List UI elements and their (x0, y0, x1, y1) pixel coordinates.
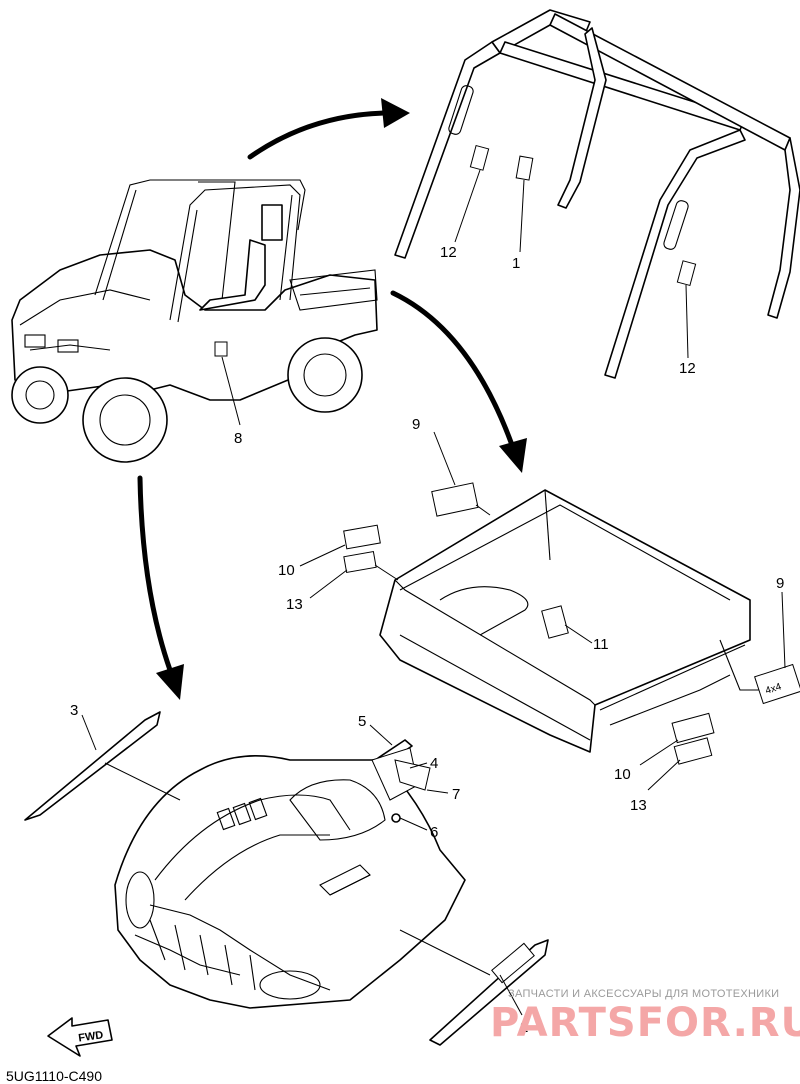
parts-4-7 (369, 724, 449, 831)
callout-2: 2 (520, 1019, 528, 1036)
callout-13a: 13 (286, 596, 303, 613)
callout-5: 5 (358, 713, 366, 730)
fwd-arrow-icon: FWD (47, 1017, 113, 1057)
callout-12a: 12 (440, 244, 457, 261)
callout-10b: 10 (614, 766, 631, 783)
front-cowl (114, 755, 466, 1009)
fwd-label: FWD (78, 1029, 105, 1044)
callout-9a: 9 (412, 416, 420, 433)
callout-8: 8 (234, 430, 242, 447)
watermark-logo: PARTSFOR.RU (490, 1000, 800, 1046)
callout-9b: 9 (776, 575, 784, 592)
vehicle-overview (11, 179, 378, 463)
cargo-bed: 4x4 (299, 431, 800, 791)
callout-4: 4 (430, 755, 438, 772)
svg-text:4x4: 4x4 (764, 681, 783, 697)
callout-10a: 10 (278, 562, 295, 579)
callout-13b: 13 (630, 797, 647, 814)
callout-7: 7 (452, 786, 460, 803)
callout-3: 3 (70, 702, 78, 719)
callout-6: 6 (430, 824, 438, 841)
part-3-side-decal (24, 711, 181, 821)
callout-1: 1 (512, 255, 520, 272)
watermark-tagline: ЗАПЧАСТИ И АКСЕССУАРЫ ДЛЯ МОТОТЕХНИКИ (508, 988, 780, 1000)
part-2-emblem (399, 929, 549, 1046)
diagram-code: 5UG1110-C490 (6, 1068, 102, 1084)
flow-arrows (137, 98, 527, 700)
callout-labels: 12 1 12 8 9 9 10 13 11 10 13 3 5 4 7 6 2 (70, 244, 784, 1036)
callout-12b: 12 (679, 360, 696, 377)
roll-cage (394, 9, 800, 379)
callout-11: 11 (593, 636, 609, 653)
